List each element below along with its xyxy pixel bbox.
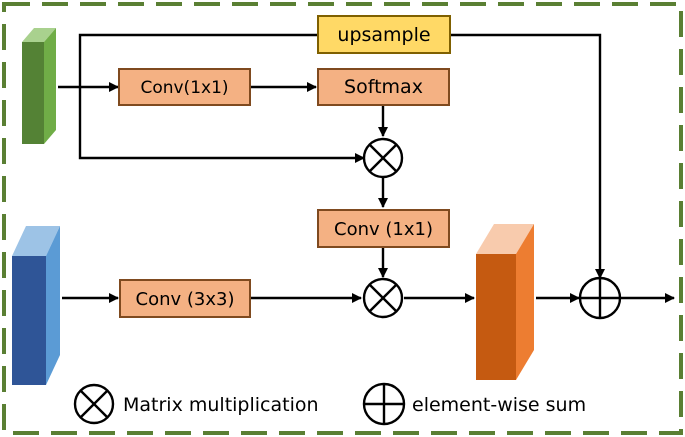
upsample-box: upsample xyxy=(317,15,451,54)
conv1x1-mid-box: Conv (1x1) xyxy=(317,209,450,248)
legend-matmul-label: Matrix multiplication xyxy=(123,394,319,416)
line-to-upsample xyxy=(78,33,318,87)
conv3x3-label: Conv (3x3) xyxy=(136,289,235,310)
conv1x1-mid-label: Conv (1x1) xyxy=(334,219,433,240)
arrow-green-branch-to-matmul xyxy=(78,87,365,163)
orange-feature-map xyxy=(476,224,534,380)
matmul-top-icon xyxy=(362,137,404,179)
arrow-upsample-to-sum xyxy=(450,33,605,279)
upsample-label: upsample xyxy=(337,24,430,46)
conv1x1-top-box: Conv(1x1) xyxy=(118,68,251,106)
matmul-bottom-icon xyxy=(362,277,404,319)
legend-matmul-icon xyxy=(73,383,115,425)
softmax-box: Softmax xyxy=(317,68,450,106)
conv3x3-box: Conv (3x3) xyxy=(119,279,251,318)
legend-sum-icon xyxy=(362,382,406,426)
elementwise-sum-icon xyxy=(578,276,622,320)
green-feature-map xyxy=(22,28,56,144)
softmax-label: Softmax xyxy=(344,76,423,98)
conv1x1-top-label: Conv(1x1) xyxy=(140,78,228,98)
legend-sum-label: element-wise sum xyxy=(412,394,586,416)
blue-feature-map xyxy=(12,226,60,385)
